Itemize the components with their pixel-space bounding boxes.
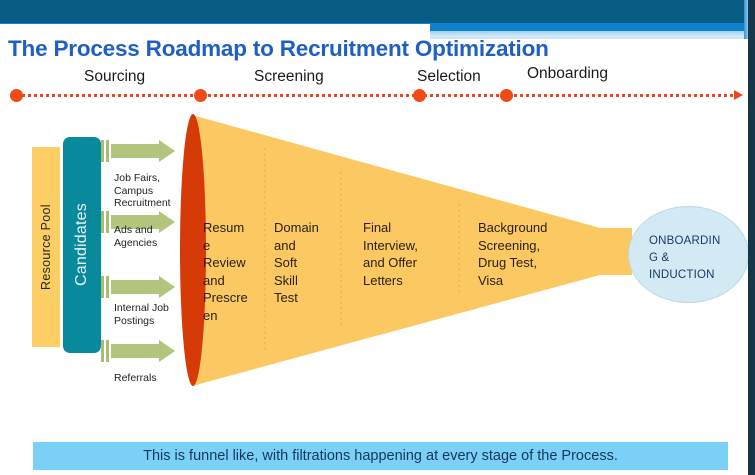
funnel-stage-background-screening: Background Screening, Drug Test, Visa [478, 220, 548, 288]
timeline-marker-dot[interactable] [194, 89, 207, 102]
arrow-head-icon [159, 140, 175, 162]
header-band-dark [0, 0, 755, 23]
phase-label-sourcing: Sourcing [84, 68, 146, 85]
arrow-shaft [111, 215, 159, 229]
arrow-tick-icon [101, 340, 104, 362]
resource-pool-label: Resource Pool [39, 204, 53, 290]
timeline-marker-dot[interactable] [10, 89, 23, 102]
phase-label-screening: Screening [254, 68, 324, 85]
arrow-head-icon [159, 211, 175, 233]
arrow-tick-icon [101, 276, 104, 298]
phase-timeline: Sourcing Screening Selection Onboarding [0, 65, 755, 106]
phase-label-selection: Selection [417, 68, 481, 85]
header-white-notch [0, 24, 430, 38]
source-arrow-job-fairs [101, 140, 175, 162]
candidates-bar: Candidates [63, 137, 101, 353]
timeline-dotted-line [10, 94, 736, 97]
caption-text: This is funnel like, with filtrations ha… [143, 448, 618, 464]
arrow-head-icon [159, 340, 175, 362]
timeline-arrowhead-icon [734, 90, 743, 100]
arrow-tick-icon [106, 276, 109, 298]
header-hairline [430, 36, 755, 39]
source-label-referrals: Referrals [114, 372, 157, 384]
funnel-stage-final-interview: Final Interview, and Offer Letters [363, 220, 418, 288]
candidates-label: Candidates [73, 203, 90, 287]
onboarding-outcome-label: ONBOARDIN G & INDUCTION [649, 235, 721, 281]
arrow-tick-icon [106, 140, 109, 162]
funnel-stage-resume-review: Resum e Review and Prescre en [203, 220, 248, 323]
timeline-marker-dot[interactable] [500, 89, 513, 102]
source-label-ads-agencies: Ads and Agencies [114, 224, 158, 249]
funnel-stage-skill-test: Domain and Soft Skill Test [274, 220, 319, 305]
arrow-tick-icon [106, 211, 109, 233]
arrow-tick-icon [101, 211, 104, 233]
timeline-marker-dot[interactable] [413, 89, 426, 102]
page-title: The Process Roadmap to Recruitment Optim… [8, 36, 549, 61]
arrow-shaft [111, 344, 159, 358]
arrow-tick-icon [101, 140, 104, 162]
source-label-job-fairs: Job Fairs, Campus Recruitment [114, 172, 171, 209]
right-edge-gradient [744, 0, 748, 39]
source-arrow-referrals [101, 340, 175, 362]
arrow-shaft [111, 144, 159, 158]
onboarding-outcome-ellipse: ONBOARDIN G & INDUCTION [628, 206, 749, 303]
source-arrow-ads-agencies [101, 211, 175, 233]
source-arrow-internal-postings [101, 276, 175, 298]
phase-label-onboarding: Onboarding [527, 65, 609, 82]
arrow-head-icon [159, 276, 175, 298]
arrow-shaft [111, 280, 159, 294]
arrow-tick-icon [106, 340, 109, 362]
right-edge-border [748, 0, 755, 475]
resource-pool-bar: Resource Pool [32, 147, 60, 347]
caption-banner: This is funnel like, with filtrations ha… [33, 442, 728, 470]
source-label-internal-postings: Internal Job Postings [114, 302, 169, 327]
